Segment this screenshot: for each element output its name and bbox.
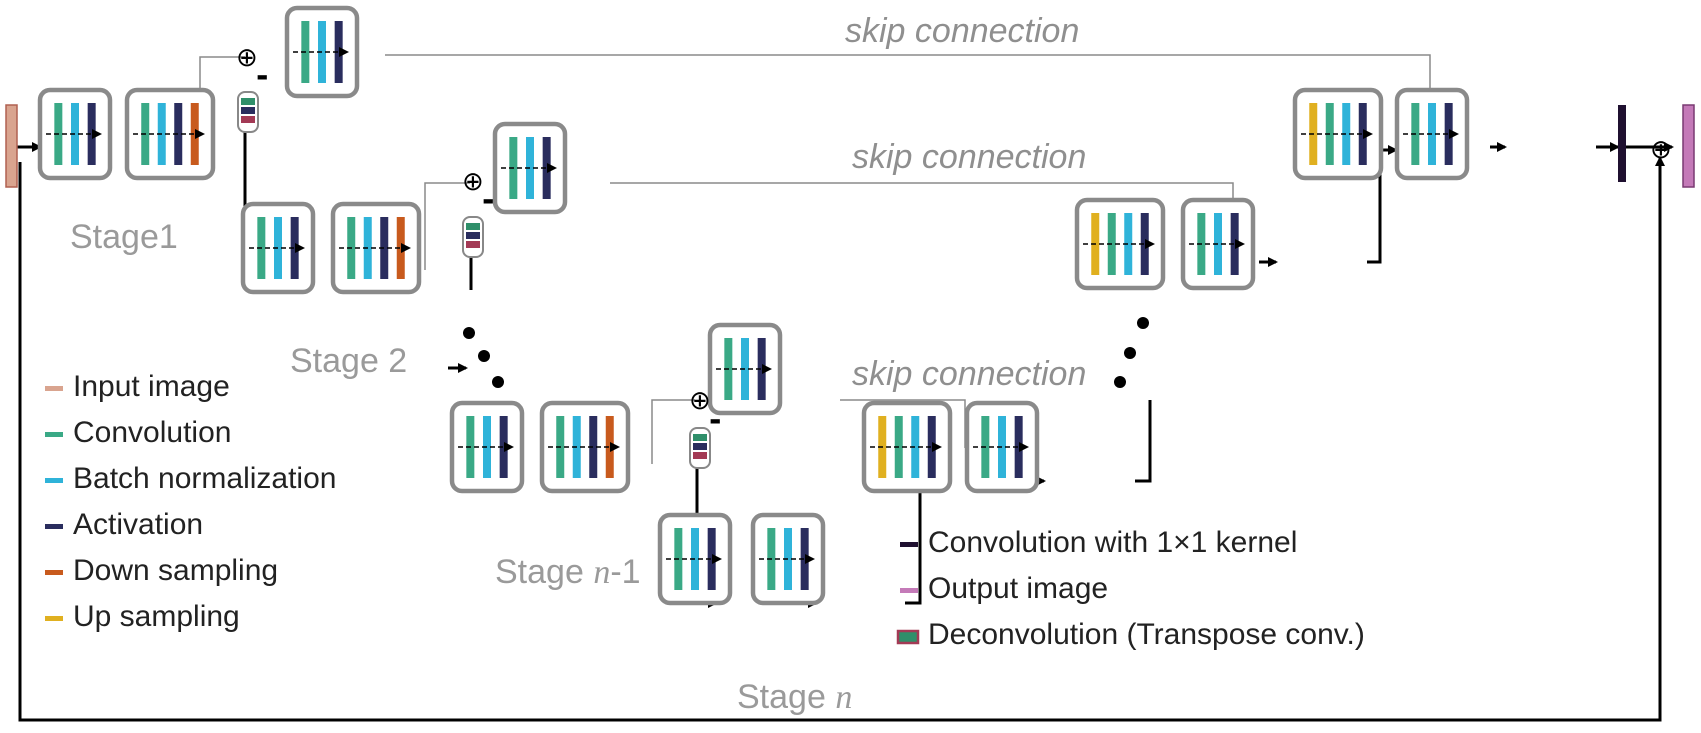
layer-act [1230, 213, 1239, 275]
block-upn-b [964, 400, 1040, 494]
minus-operator-2: - [482, 183, 494, 218]
legend-swatch-output [900, 588, 918, 593]
legend-swatch-deconv [896, 629, 920, 645]
minus-operator-3: - [709, 403, 721, 438]
layer-act [334, 21, 343, 83]
input-image-bar [5, 104, 18, 188]
legend-label-output: Output image [928, 572, 1108, 605]
legend-label-up: Up sampling [73, 600, 240, 633]
layer-act [1140, 213, 1149, 275]
layer-act [542, 137, 551, 199]
skip-label-3: skip connection [852, 355, 1086, 393]
legend-label-conv: Convolution [73, 416, 231, 449]
layer-bn [1124, 213, 1133, 275]
legend-label-deconv: Deconvolution (Transpose conv.) [928, 618, 1365, 651]
skip-line-2-down [424, 182, 470, 270]
block-skip-3 [707, 322, 783, 416]
legend-label-down: Down sampling [73, 554, 278, 587]
block-sn1-a [449, 400, 525, 494]
block-sn1-b [539, 400, 631, 494]
block-upn-a [861, 400, 953, 494]
block-s2-b [330, 201, 422, 295]
legend-swatch-conv1x1 [900, 542, 918, 547]
layer-act [707, 528, 716, 590]
skip-label-2: skip connection [852, 138, 1086, 176]
layer-act [757, 338, 766, 400]
block-sn-a [657, 512, 733, 606]
legend-swatch-bn [45, 478, 63, 483]
stage-label-1: Stage1 [70, 218, 178, 256]
layer-act [380, 217, 389, 279]
block-s1-b [124, 87, 216, 181]
deconv-symbol-3 [689, 427, 711, 469]
block-skip-2 [492, 121, 568, 215]
layer-act [1358, 103, 1367, 165]
layer-down [396, 217, 405, 279]
layer-down [190, 103, 199, 165]
layer-act [174, 103, 183, 165]
layer-act [499, 416, 508, 478]
residual-line [18, 156, 1665, 722]
minus-operator-1: - [256, 59, 268, 94]
layer-act [1444, 103, 1453, 165]
output-image-bar [1682, 104, 1695, 188]
stage-label-n: Stage n [737, 678, 852, 716]
block-sn-b [750, 512, 826, 606]
skip-line-3-down [651, 399, 695, 464]
block-up1-a [1292, 87, 1384, 181]
legend-swatch-conv [45, 432, 63, 437]
legend-label-input: Input image [73, 370, 230, 403]
layer-bn [911, 416, 920, 478]
block-up2-a [1074, 197, 1166, 291]
skip-label-1: skip connection [845, 12, 1079, 50]
legend-swatch-up [45, 616, 63, 621]
plus-operator-out: ⊕ [1650, 135, 1672, 165]
ellipsis-left [463, 327, 504, 388]
flow-lines [16, 110, 1674, 722]
stage-label-2: Stage 2 [290, 342, 407, 380]
block-up1-b [1394, 87, 1470, 181]
blocks [37, 5, 1470, 606]
layer-act [800, 528, 809, 590]
legend-label-conv1x1: Convolution with 1×1 kernel [928, 526, 1297, 559]
block-s1-a [37, 87, 113, 181]
layer-act [927, 416, 936, 478]
deconv-symbol-1 [237, 91, 259, 133]
deconv-symbol-2 [462, 216, 484, 258]
flow-up-1 [1367, 145, 1398, 264]
plus-operator-1: ⊕ [236, 43, 258, 73]
layer-down [605, 416, 614, 478]
legend-label-act: Activation [73, 508, 203, 541]
conv1x1-bar [1618, 105, 1626, 182]
layer-act [290, 217, 299, 279]
block-s2-a [240, 201, 316, 295]
ellipsis-right [1114, 317, 1149, 388]
legend-swatch-down [45, 570, 63, 575]
plus-operator-3: ⊕ [689, 386, 711, 416]
flow-up-n1-stub [1135, 400, 1152, 483]
legend-swatch-act [45, 524, 63, 529]
block-up2-b [1180, 197, 1256, 291]
layer-act [589, 416, 598, 478]
stage-label-n-1: Stage n-1 [495, 553, 641, 591]
plus-operator-2: ⊕ [462, 167, 484, 197]
legend-label-bn: Batch normalization [73, 462, 336, 495]
layer-act [87, 103, 96, 165]
block-skip-1 [284, 5, 360, 99]
legend-swatch-input [45, 386, 63, 391]
layer-act [1014, 416, 1023, 478]
layer-bn [1342, 103, 1351, 165]
